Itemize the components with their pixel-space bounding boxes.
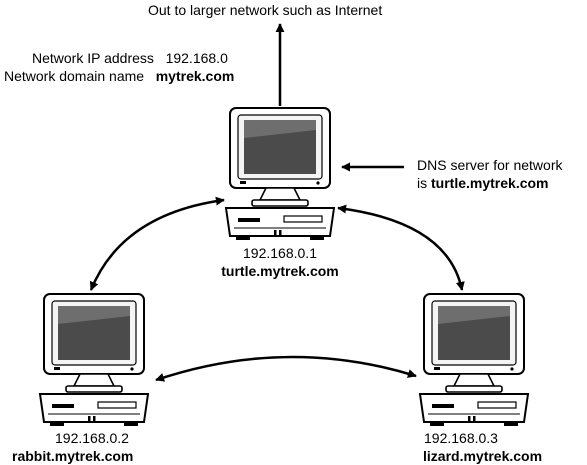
link-turtle-rabbit [89, 196, 225, 291]
uplink-label: Out to larger network such as Internet [148, 2, 383, 18]
host-ip-rabbit: 192.168.0.2 [55, 430, 129, 446]
dns-note-host: turtle.mytrek.com [431, 175, 549, 191]
network-ip-label: Network IP address [32, 50, 154, 66]
hostname-lizard: lizard.mytrek.com [423, 448, 543, 464]
network-domain-label: Network domain name [4, 68, 145, 84]
dns-note-line1: DNS server for network [417, 157, 563, 173]
network-domain-row: Network domain name mytrek.com [4, 68, 234, 84]
host-ip-turtle: 192.168.0.1 [243, 245, 317, 261]
computer-lizard-icon [419, 293, 529, 427]
host-ip-lizard: 192.168.0.3 [424, 430, 498, 446]
link-turtle-lizard [337, 204, 465, 291]
link-rabbit-lizard [155, 355, 417, 382]
network-ip-value: 192.168.0 [165, 50, 228, 66]
dns-note-prefix: is [417, 175, 428, 191]
computer-turtle-icon [225, 107, 335, 241]
dns-note-line2: is turtle.mytrek.com [417, 175, 549, 191]
computer-rabbit-icon [39, 293, 149, 427]
hostname-rabbit: rabbit.mytrek.com [12, 448, 134, 464]
hostname-turtle: turtle.mytrek.com [221, 263, 339, 279]
network-domain-value: mytrek.com [155, 68, 235, 84]
network-ip-row: Network IP address 192.168.0 [32, 50, 228, 66]
